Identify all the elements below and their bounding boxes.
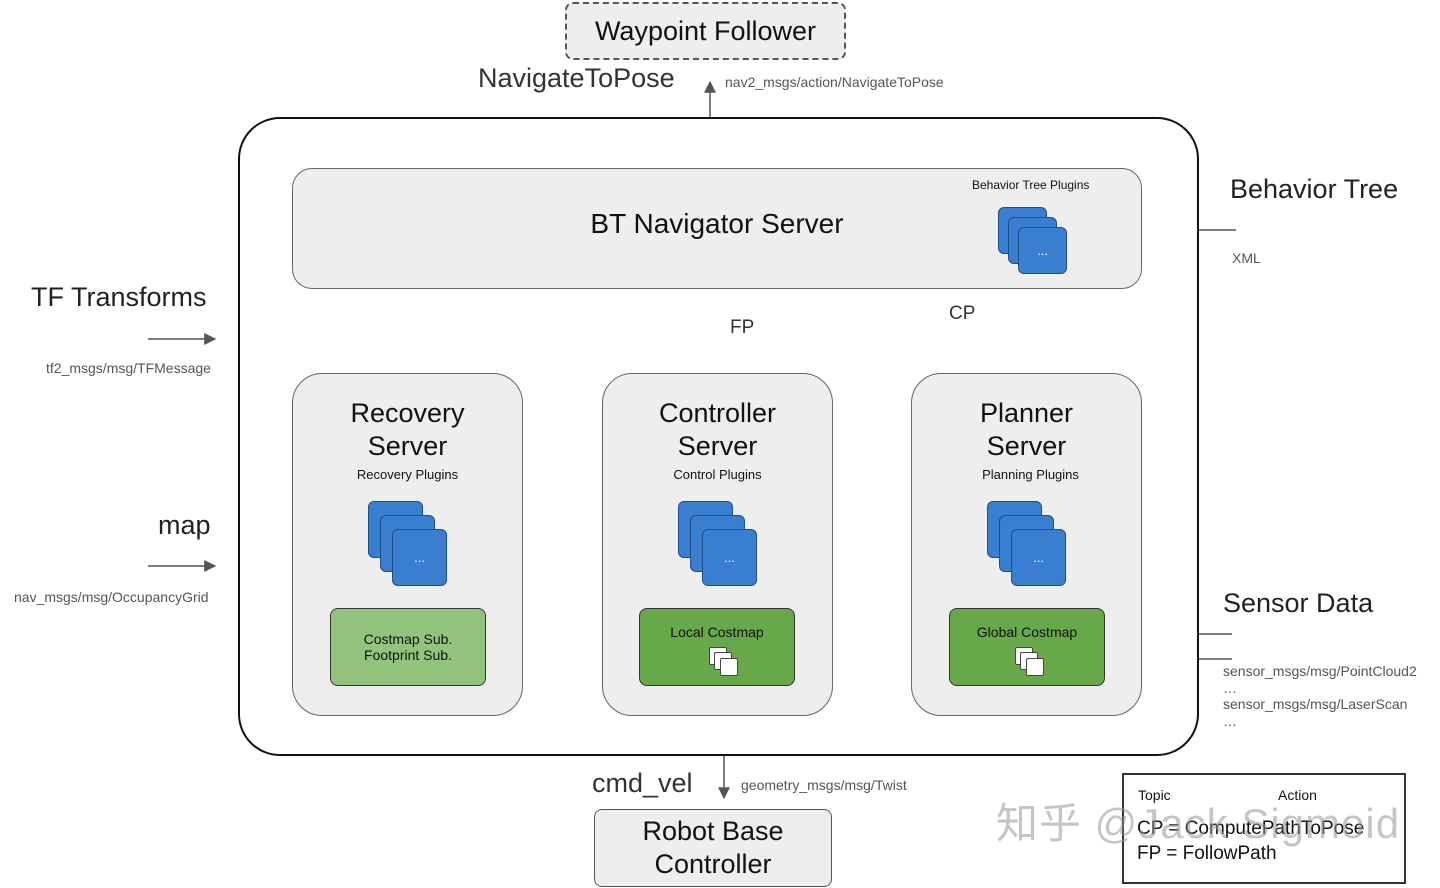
planner-server-title: Planner Server (911, 397, 1142, 463)
fp-label: FP (730, 317, 755, 338)
global-costmap-label: Global Costmap (976, 624, 1078, 640)
tf-msg-label: tf2_msgs/msg/TFMessage (46, 360, 211, 376)
cmd-vel-label: cmd_vel (592, 768, 693, 798)
laserscan-msg-label: sensor_msgs/msg/LaserScan (1223, 696, 1408, 712)
robot-base-line1: Robot Base (642, 816, 784, 846)
watermark: 知乎 @Jack Sigmoid (996, 800, 1401, 847)
global-costmap-box: Global Costmap (949, 608, 1105, 686)
controller-plugin-ellipsis: ... (724, 550, 735, 565)
layers-icon (720, 658, 738, 676)
recovery-title-line1: Recovery (350, 398, 465, 428)
planner-plugin-card-front: ... (1011, 529, 1066, 586)
recovery-costmap-sub-box: Costmap Sub. Footprint Sub. (330, 608, 486, 686)
planner-title-line2: Server (986, 431, 1067, 461)
controller-server-title: Controller Server (602, 397, 833, 463)
controller-plugin-card-front: ... (702, 529, 757, 586)
legend-action-label: Action (1278, 787, 1317, 803)
recovery-plugin-ellipsis: ... (414, 550, 425, 565)
behavior-tree-label: Behavior Tree (1230, 174, 1399, 204)
tf-transforms-label: TF Transforms (31, 282, 207, 312)
local-costmap-box: Local Costmap (639, 608, 795, 686)
planner-plugins-label: Planning Plugins (982, 467, 1079, 482)
bt-plugins-label: Behavior Tree Plugins (972, 178, 1090, 192)
legend-fp-definition: FP = FollowPath (1137, 843, 1277, 864)
bt-plugin-card-front: ... (1018, 227, 1067, 274)
sensor-data-label: Sensor Data (1223, 588, 1374, 618)
local-costmap-label: Local Costmap (670, 624, 764, 640)
robot-base-controller-box: Robot Base Controller (594, 809, 832, 887)
controller-plugins-label: Control Plugins (673, 467, 762, 482)
planner-title-line1: Planner (979, 398, 1074, 428)
bt-navigator-title: BT Navigator Server (590, 208, 844, 239)
map-label: map (158, 510, 211, 540)
controller-title-line1: Controller (658, 398, 777, 428)
cp-label: CP (949, 303, 976, 324)
pointcloud-msg-label: sensor_msgs/msg/PointCloud2 (1223, 663, 1417, 679)
footprint-sub-label: Footprint Sub. (364, 647, 452, 663)
cmd-vel-msg-label: geometry_msgs/msg/Twist (741, 777, 907, 793)
layers-icon (1026, 658, 1044, 676)
sensor-ellipsis-1: … (1223, 680, 1237, 696)
waypoint-follower-box: Waypoint Follower (565, 2, 846, 60)
recovery-server-title: Recovery Server (292, 397, 523, 463)
navigate-msg-label: nav2_msgs/action/NavigateToPose (725, 74, 944, 90)
sensor-ellipsis-2: … (1223, 713, 1237, 729)
navigate-to-pose-label: NavigateToPose (478, 63, 675, 93)
legend (1122, 773, 1406, 884)
behavior-tree-xml-label: XML (1232, 250, 1261, 266)
legend-topic-label: Topic (1138, 787, 1171, 803)
recovery-title-line2: Server (367, 431, 448, 461)
costmap-sub-label: Costmap Sub. (363, 631, 453, 647)
bt-plugin-ellipsis: ... (1037, 243, 1048, 258)
recovery-plugin-card-front: ... (392, 529, 447, 586)
legend-cp-definition: CP = ComputePathToPose (1137, 818, 1365, 839)
planner-plugin-ellipsis: ... (1033, 550, 1044, 565)
robot-base-line2: Controller (654, 849, 772, 879)
map-msg-label: nav_msgs/msg/OccupancyGrid (14, 589, 209, 605)
controller-title-line2: Server (677, 431, 758, 461)
recovery-plugins-label: Recovery Plugins (356, 467, 459, 482)
waypoint-follower-label: Waypoint Follower (594, 15, 817, 46)
